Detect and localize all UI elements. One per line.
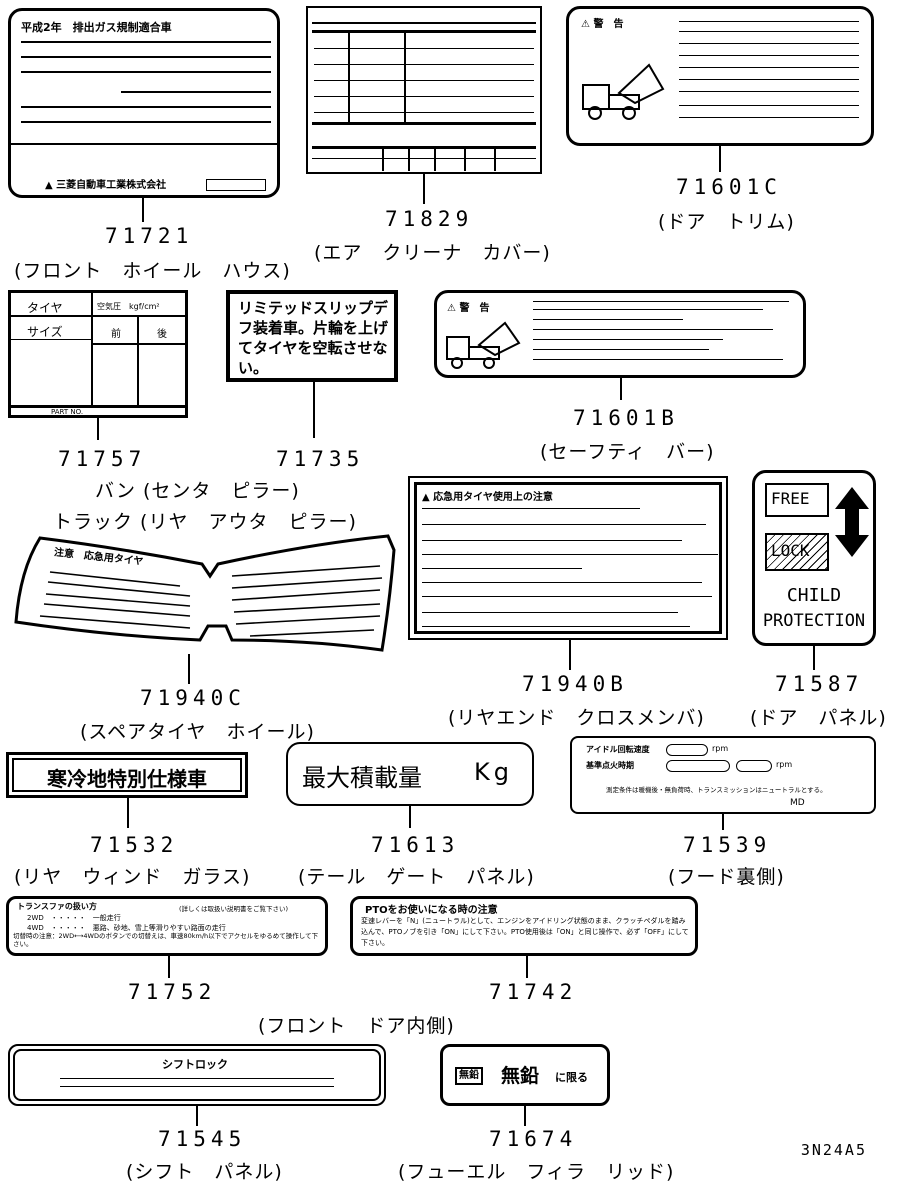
lock-text: LOCK [771, 541, 810, 560]
caption-71940c: (スペアタイヤ ホイール) [80, 721, 315, 743]
size-label: サイズ [27, 325, 63, 339]
free-box [765, 483, 829, 517]
part-number-71757: 71757 [58, 447, 147, 471]
label-71721: 平成2年 排出ガス規制適合車 ▲ 三菱自動車工業株式会社 [8, 8, 280, 198]
warning-title-b: ⚠ 警 告 [447, 303, 490, 314]
label-71829 [306, 6, 542, 174]
part-number-71940c: 71940C [140, 686, 246, 710]
rear-label: 後 [157, 329, 167, 340]
part-number-71587: 71587 [775, 672, 864, 696]
caption-71940b: (リヤエンド クロスメンバ) [448, 707, 705, 729]
caption-71721: (フロント ホイール ハウス) [14, 260, 291, 282]
label-71742: PTOをお使いになる時の注意 変速レバーを「N」(ニュートラル)として、エンジン… [350, 896, 698, 956]
label-71940b: ▲ 応急用タイヤ使用上の注意 [408, 476, 728, 640]
rpm-unit-2: rpm [776, 760, 793, 769]
label-71532: 寒冷地特別仕様車 [6, 752, 248, 798]
part-number-71532: 71532 [90, 833, 179, 857]
max-load-text: 最大積載量 [302, 764, 422, 792]
part-number-71539: 71539 [683, 833, 772, 857]
dump-truck-icon [582, 63, 665, 120]
part-number-71601c: 71601C [676, 175, 782, 199]
md-mark: MD [790, 798, 805, 808]
shift-lock-title: シフトロック [162, 1058, 228, 1071]
label-71587: FREE LOCK CHILD PROTECTION [752, 470, 876, 646]
caption-71539: (フード裏側) [668, 866, 785, 888]
part-number-71545: 71545 [158, 1127, 247, 1151]
warning-title-c: ⚠ 警 告 [581, 19, 624, 30]
label-71539: アイドル回転速度 rpm 基準点火時期 rpm 測定条件は暖機後・無負荷時、トラ… [570, 736, 876, 814]
caption-71532: (リヤ ウィンド ガラス) [14, 866, 251, 888]
part-number-71829: 71829 [385, 207, 474, 231]
ignition-timing-label: 基準点火時期 [586, 761, 634, 770]
maker-box [206, 179, 266, 191]
protection-text: PROTECTION [762, 611, 866, 631]
part-number-71735: 71735 [276, 447, 365, 471]
caption-71829: (エア クリーナ カバー) [314, 242, 551, 264]
caption-71613: (テール ゲート パネル) [298, 866, 535, 888]
cold-region-text: 寒冷地特別仕様車 [47, 767, 207, 791]
transfer-subtitle: (詳しくは取扱い説明書をご覧下さい) [179, 905, 289, 913]
ignition-field-2 [736, 760, 772, 772]
unleaded-suffix: に限る [555, 1071, 588, 1084]
free-text: FREE [771, 489, 810, 508]
lock-box [765, 533, 829, 571]
caption-71545: (シフト パネル) [126, 1161, 283, 1183]
label-71752: トランスファの扱い方 (詳しくは取扱い説明書をご覧下さい) 2WD ・・・・・ … [6, 896, 328, 956]
caption-71757-2: トラック (リヤ アウタ ピラー) [53, 511, 357, 533]
pto-title: PTOをお使いになる時の注意 [365, 905, 498, 916]
ignition-field-1 [666, 760, 730, 772]
child-text: CHILD [786, 585, 842, 606]
label-71757: タイヤ サイズ 空気圧 kgf/cm² 前 後 PART NO. [8, 290, 188, 418]
label-71674: 無鉛 無鉛 に限る [440, 1044, 610, 1106]
emergency-tire-title-text: 応急用タイヤ使用上の注意 [433, 492, 553, 503]
double-arrow-icon [835, 487, 869, 557]
caption-front-door-inner: (フロント ドア内側) [258, 1015, 455, 1037]
part-no-label: PART NO. [51, 408, 84, 416]
dump-truck-icon-b [446, 321, 521, 369]
pressure-label: 空気圧 kgf/cm² [97, 302, 160, 311]
label-71940c [14, 534, 396, 652]
warning-title-b-text: 警 告 [459, 303, 490, 314]
caption-71757-1: バン (センタ ピラー) [95, 480, 300, 502]
label-71601c: ⚠ 警 告 [566, 6, 874, 146]
caption-71674: (フューエル フィラ リッド) [398, 1161, 675, 1183]
transfer-row-2: 4WD ・・・・・ 悪路、砂地、雪上等滑りやすい路面の走行 [27, 924, 226, 932]
caption-71601c: (ドア トリム) [658, 211, 795, 233]
transfer-row-3: 切替時の注意：2WD⟷4WDのボタンでの切替えは、車速80km/h以下でアクセル… [13, 932, 319, 948]
load-unit: Kg [474, 758, 513, 786]
pto-body: 変速レバーを「N」(ニュートラル)として、エンジンをアイドリング状態のまま、クラ… [361, 917, 689, 947]
caption-71601b: (セーフティ バー) [540, 441, 715, 463]
idle-speed-field [666, 744, 708, 756]
label-71545: シフトロック [8, 1044, 386, 1106]
part-number-71742: 71742 [489, 980, 578, 1004]
unleaded-text: 無鉛 [501, 1065, 540, 1087]
maker-text: 三菱自動車工業株式会社 [56, 180, 167, 191]
diagram-code: 3N24A5 [800, 1141, 867, 1159]
tire-label: タイヤ [27, 301, 63, 315]
part-number-71721: 71721 [105, 224, 194, 248]
transfer-title: トランスファの扱い方 [17, 902, 97, 911]
part-number-71940b: 71940B [522, 672, 628, 696]
idle-speed-label: アイドル回転速度 [586, 745, 650, 754]
warning-title-c-text: 警 告 [593, 19, 624, 30]
label-71613: 最大積載量 Kg [286, 742, 534, 806]
label-71735: リミテッドスリップデフ装着車。片輪を上げてタイヤを空転させない。 [226, 290, 398, 382]
front-label: 前 [111, 329, 121, 340]
part-number-71601b: 71601B [573, 406, 679, 430]
lsd-warning-text: リミテッドスリップデフ装着車。片輪を上げてタイヤを空転させない。 [238, 299, 389, 377]
caption-71587: (ドア パネル) [750, 707, 887, 729]
emission-title: 平成2年 排出ガス規制適合車 [21, 21, 172, 34]
part-number-71674: 71674 [489, 1127, 578, 1151]
emergency-tire-title: ▲ 応急用タイヤ使用上の注意 [422, 492, 553, 503]
part-number-71752: 71752 [128, 980, 217, 1004]
transfer-row-1: 2WD ・・・・・ 一般走行 [27, 914, 121, 922]
measurement-note: 測定条件は暖機後・無負荷時、トランスミッションはニュートラルとする。 [606, 786, 827, 794]
maker-name: ▲ 三菱自動車工業株式会社 [45, 180, 167, 191]
rpm-unit-1: rpm [712, 744, 729, 753]
label-71601b: ⚠ 警 告 [434, 290, 806, 378]
unleaded-badge: 無鉛 [455, 1067, 483, 1085]
part-number-71613: 71613 [371, 833, 460, 857]
